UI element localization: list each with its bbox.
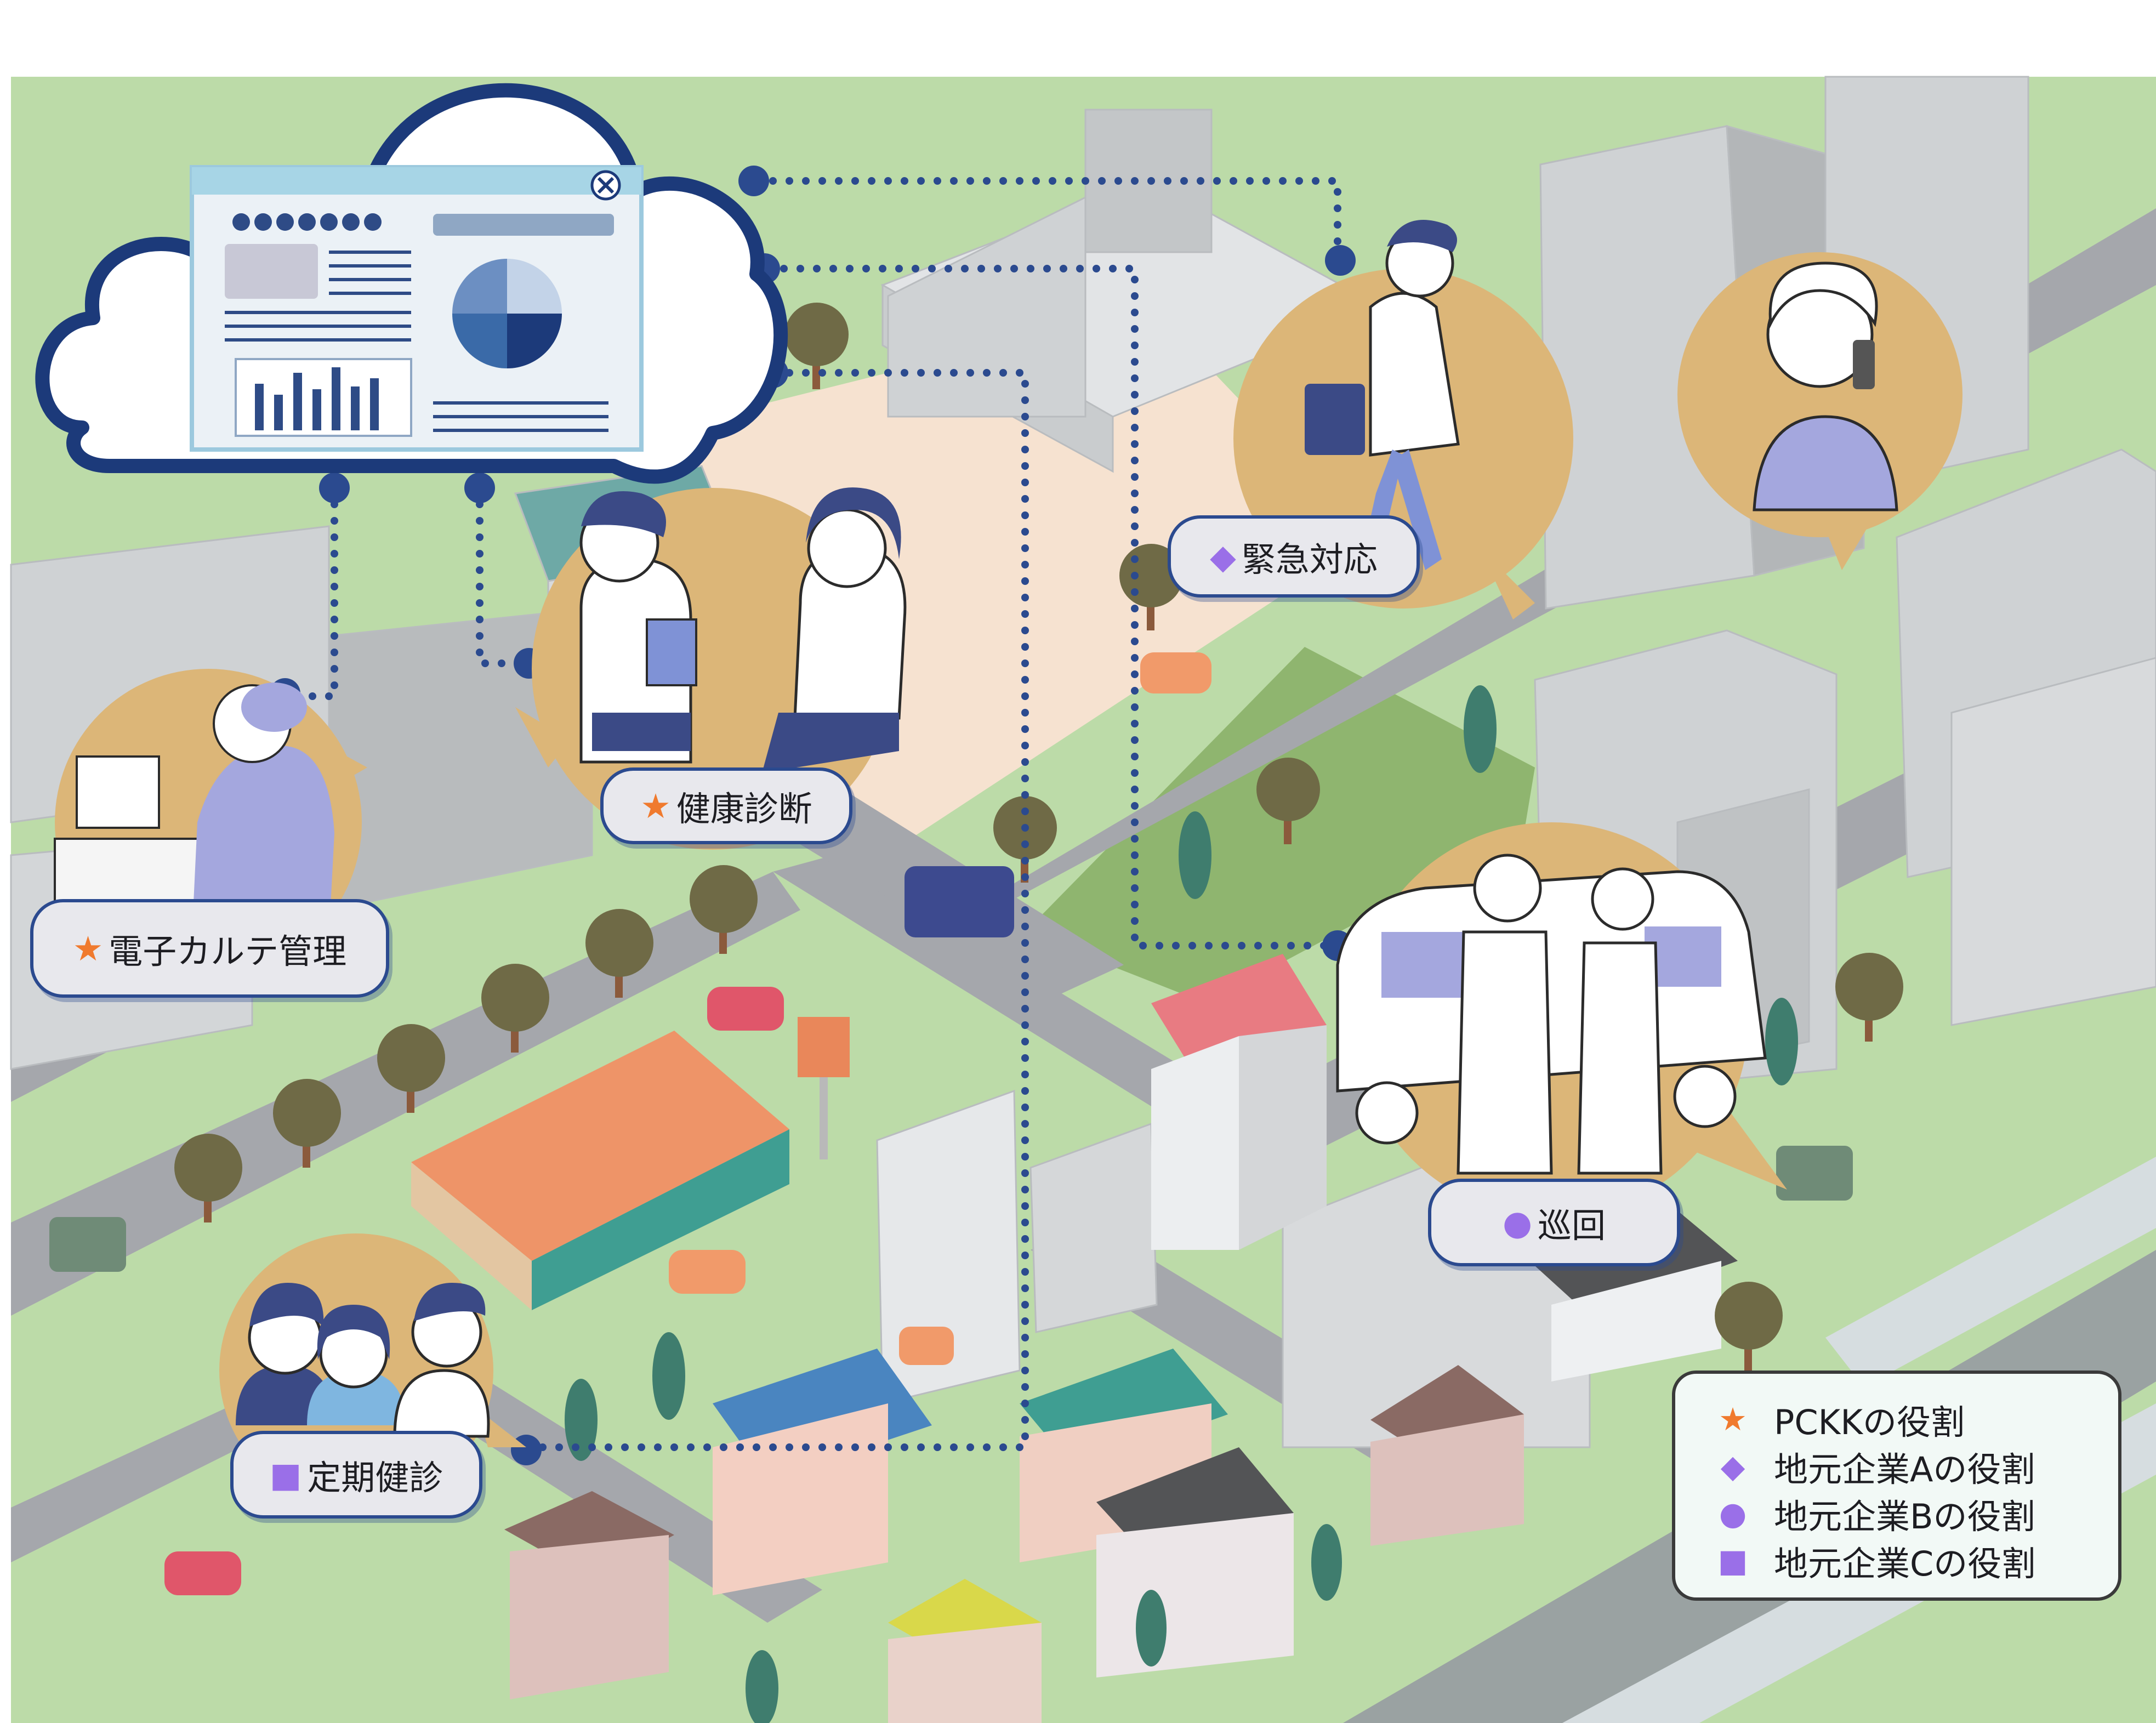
patrol-bubble [1336, 822, 1787, 1217]
trees [174, 303, 1903, 1723]
circle-icon: ● [1502, 1202, 1533, 1243]
star-icon: ★ [1719, 1401, 1747, 1438]
checkup-label-text: 健康診断 [676, 789, 812, 829]
legend-item-pckk: ★ PCKKの役割 [1714, 1396, 2118, 1443]
square-icon: ■ [1717, 1542, 1748, 1579]
park [1025, 647, 1535, 1003]
vehicles [49, 652, 1853, 1595]
service-label-regular: ■ 定期健診 [230, 1431, 482, 1519]
legend-label: PCKKの役割 [1774, 1402, 1965, 1442]
square-icon: ■ [269, 1454, 302, 1495]
legend-item-company-a: ◆ 地元企業Aの役割 [1714, 1443, 2118, 1490]
houses [504, 954, 1738, 1723]
legend-label: 地元企業Bの役割 [1774, 1497, 2035, 1537]
patrol-label-text: 巡回 [1538, 1205, 1606, 1246]
service-label-patrol: ● 巡回 [1428, 1179, 1680, 1266]
star-icon: ★ [72, 928, 104, 969]
legend-label: 地元企業Cの役割 [1774, 1544, 2036, 1584]
diamond-icon: ◆ [1210, 536, 1236, 577]
star-icon: ★ [640, 786, 671, 826]
service-label-checkup: ★ 健康診断 [600, 767, 852, 844]
diamond-icon: ◆ [1720, 1448, 1745, 1485]
legend-label: 地元企業Aの役割 [1774, 1449, 2035, 1489]
ehr-label-text: 電子カルテ管理 [109, 931, 347, 971]
legend-item-company-c: ■ 地元企業Cの役割 [1714, 1537, 2118, 1584]
regular-label-text: 定期健診 [307, 1458, 443, 1498]
pie-graphic [452, 259, 562, 368]
checkup-bubble [515, 487, 907, 850]
service-label-ehr: ★ 電子カルテ管理 [30, 899, 389, 998]
circle-icon: ● [1719, 1495, 1747, 1532]
connector-lines [281, 177, 1341, 1451]
cloud-icon [35, 83, 788, 484]
caller-bubble [1677, 252, 1962, 570]
service-label-emergency: ◆ 緊急対応 [1168, 515, 1420, 598]
buildings [10, 76, 2156, 1448]
legend: ★ PCKKの役割 ◆ 地元企業Aの役割 ● 地元企業Bの役割 ■ 地元企業Cの… [1672, 1371, 2121, 1601]
store [411, 1017, 850, 1310]
emergency-label-text: 緊急対応 [1241, 539, 1378, 579]
legend-item-company-b: ● 地元企業Bの役割 [1714, 1490, 2118, 1537]
